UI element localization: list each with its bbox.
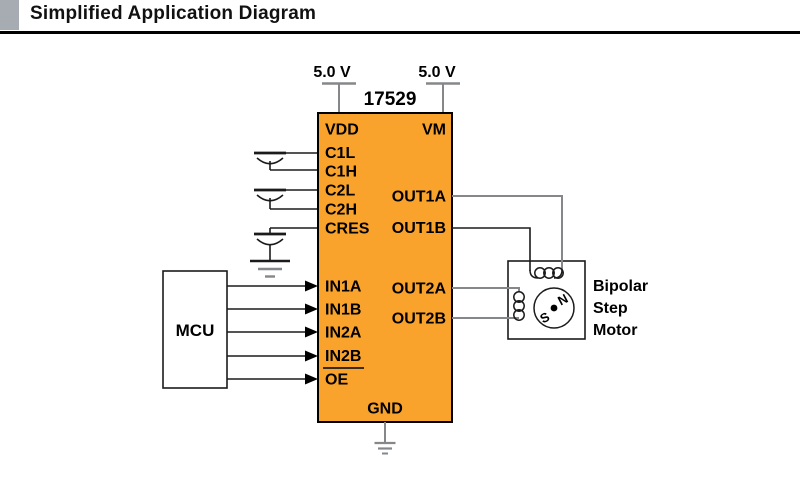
pin-gnd: GND (367, 401, 403, 418)
pin-c1h: C1H (325, 164, 357, 181)
vdd-supply-symbol: 5.0 V (313, 64, 356, 114)
ic-block (317, 112, 453, 423)
pin-out2b: OUT2B (392, 311, 446, 328)
out1a-wire (452, 195, 563, 271)
pin-in1b: IN1B (325, 302, 361, 319)
pin-in1a: IN1A (325, 279, 362, 296)
cres-ground-symbol (250, 259, 290, 278)
vdd-supply-label: 5.0 V (313, 64, 351, 81)
motor-top-coil (529, 267, 564, 279)
gnd-ground-symbol (374, 422, 396, 455)
cres-capacitor (254, 227, 318, 261)
part-number-label: 17529 (364, 89, 417, 110)
vm-supply-symbol: 5.0 V (418, 64, 460, 114)
motor-label-line1: Bipolar (593, 278, 648, 295)
section-marker-block (0, 0, 19, 30)
pin-c2h: C2H (325, 202, 357, 219)
pin-cres: CRES (325, 221, 370, 238)
pin-vdd: VDD (325, 122, 359, 139)
mcu-block (162, 270, 228, 389)
pin-c2l: C2L (325, 183, 355, 200)
motor-label-line2: Step (593, 300, 628, 317)
pin-in2a: IN2A (325, 325, 362, 342)
pin-oe: OE (325, 372, 348, 389)
out2a-wire (452, 287, 520, 292)
charge-pump-capacitor-2 (254, 188, 318, 210)
header-divider (0, 31, 800, 34)
motor-label-line3: Motor (593, 322, 637, 339)
rotor-axis-dot (550, 304, 558, 312)
out1b-wire (452, 227, 531, 271)
pin-in2b: IN2B (325, 348, 361, 365)
page-title: Simplified Application Diagram (30, 3, 317, 24)
motor-rotor: N S (533, 287, 575, 329)
mcu-label: MCU (176, 321, 215, 340)
ic-left-pin-labels: VDD C1L C1H C2L C2H CRES IN1A IN1B IN2A … (323, 122, 370, 389)
pin-out2a: OUT2A (392, 281, 447, 298)
pin-out1b: OUT1B (392, 220, 446, 237)
ic-right-pin-labels: VM OUT1A OUT1B OUT2A OUT2B (392, 122, 447, 328)
pin-out1a: OUT1A (392, 189, 447, 206)
pin-vm: VM (422, 122, 446, 139)
mcu-signal-wires (227, 285, 308, 380)
vm-supply-label: 5.0 V (418, 64, 456, 81)
pin-c1l: C1L (325, 145, 355, 162)
input-arrowheads (305, 280, 318, 385)
motor-label: Bipolar Step Motor (593, 278, 648, 339)
charge-pump-capacitor-1 (254, 151, 318, 171)
motor-left-coil (513, 291, 525, 321)
